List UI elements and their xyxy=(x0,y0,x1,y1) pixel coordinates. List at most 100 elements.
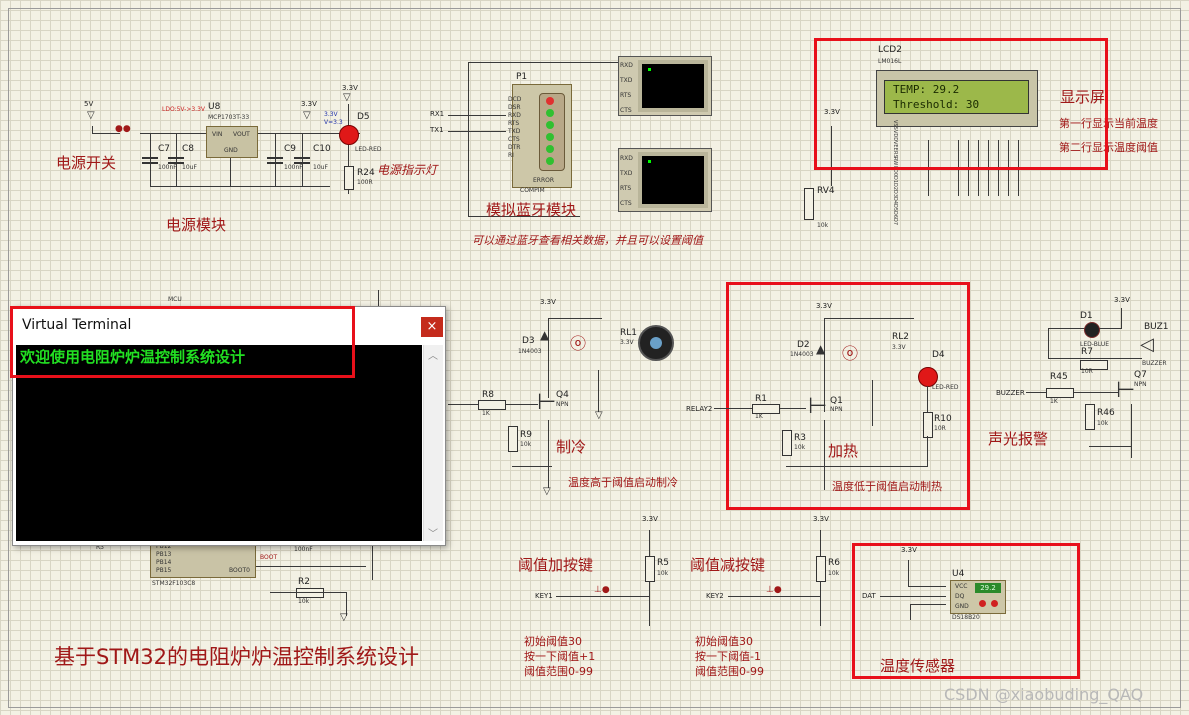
d2-ref: D2 xyxy=(797,340,810,350)
scroll-up-icon[interactable]: ︿ xyxy=(428,351,438,362)
lcd-line-2: Threshold: 30 xyxy=(893,98,980,111)
key-add-label: 阈值加按键 xyxy=(518,556,594,574)
term2-pin-rxd: RXD xyxy=(620,155,633,162)
key-add-desc-2: 按一下阈值+1 xyxy=(524,650,596,663)
net-key1: KEY1 xyxy=(535,592,553,600)
term2-pin-rts: RTS xyxy=(620,185,632,192)
lcd-pin-vss: VSS xyxy=(892,120,898,130)
q7-ref: Q7 xyxy=(1134,370,1147,380)
pin-rts: RTS xyxy=(508,120,520,127)
sensor-part: DS18B20 xyxy=(952,614,980,621)
pin-txd: TXD xyxy=(508,128,521,135)
c7-ref: C7 xyxy=(158,144,171,154)
net-3v3-cool: 3.3V xyxy=(540,298,556,306)
ground-icon: ▽ xyxy=(543,486,551,497)
key-add-desc-1: 初始阈值30 xyxy=(524,635,582,648)
power-arrow-icon: ▽ xyxy=(343,92,351,103)
ldo-gnd-pin: GND xyxy=(224,147,238,154)
compim-module[interactable]: ERROR xyxy=(512,84,572,188)
led-blue-icon xyxy=(1084,322,1100,338)
net-3v3-alarm: 3.3V xyxy=(1114,296,1130,304)
push-button-add-icon[interactable]: ⊥● xyxy=(594,585,610,595)
r10-val: 10R xyxy=(934,425,946,432)
watermark: CSDN @xiaobuding_QAQ xyxy=(944,685,1144,704)
sensor-decrease-button[interactable] xyxy=(979,600,986,607)
resistor-icon xyxy=(478,400,506,410)
net-relay2: RELAY2 xyxy=(686,405,713,413)
diode-icon: ▲ xyxy=(816,342,826,356)
virtual-terminal-2-screen xyxy=(638,152,708,208)
pin-cts: CTS xyxy=(508,136,520,143)
terminal-1-pins: RXD TXD RTS CTS xyxy=(620,58,633,118)
u4-ref: U4 xyxy=(952,569,965,579)
sensor-reading-display: 29.2 xyxy=(975,583,1001,593)
pin-dsr: DSR xyxy=(508,104,521,111)
resistor-icon xyxy=(752,404,780,414)
term1-pin-txd: TXD xyxy=(620,77,633,84)
c8-ref: C8 xyxy=(182,144,195,154)
resistor-icon xyxy=(1085,404,1095,430)
net-3v3-heat: 3.3V xyxy=(816,302,832,310)
net-3v3-k1: 3.3V xyxy=(642,515,658,523)
stm32-chip[interactable]: PB12 PB13 PB14 PB15 BOOT0 xyxy=(150,540,256,578)
resistor-icon xyxy=(296,588,324,598)
d5-ref: D5 xyxy=(357,112,370,122)
d2-part: 1N4003 xyxy=(790,351,814,358)
term2-pin-txd: TXD xyxy=(620,170,633,177)
sensor-increase-button[interactable] xyxy=(991,600,998,607)
ldo-vout-pin: VOUT xyxy=(233,131,250,138)
resistor-icon xyxy=(1046,388,1074,398)
sensor-highlight-box xyxy=(852,543,1080,679)
fan-motor-icon[interactable] xyxy=(638,325,674,361)
r5-val: 10k xyxy=(657,570,669,577)
push-button-sub-icon[interactable]: ⊥● xyxy=(766,585,782,595)
lcd-pin-rw: RW xyxy=(892,157,898,166)
ldo-chip[interactable]: VIN VOUT GND xyxy=(206,126,258,158)
mcu-r2-ref: R2 xyxy=(298,577,310,587)
r5-ref: R5 xyxy=(657,558,669,568)
potentiometer-icon[interactable] xyxy=(804,188,814,220)
compim-pin-list: DCD DSR RXD RTS TXD CTS DTR RI xyxy=(508,96,521,160)
lcd-pin-rs: RS xyxy=(892,150,898,158)
u8-ref: U8 xyxy=(208,102,221,112)
q4-ref: Q4 xyxy=(556,390,569,400)
power-indicator-label: 电源指示灯 xyxy=(377,163,438,177)
virtual-terminal-titlebar[interactable]: Virtual Terminal × xyxy=(13,307,443,345)
c7-val: 100nF xyxy=(158,164,177,171)
power-switch-icon[interactable]: ●● xyxy=(115,124,131,134)
mcu-pin-boot0: BOOT0 xyxy=(229,567,250,574)
rl1-v: 3.3V xyxy=(620,339,634,346)
compim-error-led: ERROR xyxy=(533,177,555,184)
relay-coil-icon: ⓞ xyxy=(570,334,587,353)
diode-icon: ▲ xyxy=(540,328,550,342)
led-red-icon xyxy=(918,367,938,387)
transistor-npn-icon: ⊢ xyxy=(537,390,557,415)
key-sub-label: 阈值减按键 xyxy=(690,556,766,574)
mcu-cap-val: 100nF xyxy=(294,546,313,553)
rv4-ref: RV4 xyxy=(817,186,835,196)
heating-label: 加热 xyxy=(828,442,859,460)
net-3v3-lcd: 3.3V xyxy=(824,108,840,116)
key-sub-desc-3: 阈值范围0-99 xyxy=(695,665,764,678)
mcu-pin-pb15: PB15 xyxy=(156,567,172,574)
mcu-pin-pb14: PB14 xyxy=(156,559,172,566)
ground-icon: ▽ xyxy=(595,410,603,421)
pin-rxd: RXD xyxy=(508,112,521,119)
scroll-down-icon[interactable]: ﹀ xyxy=(428,529,438,540)
bluetooth-label: 模拟蓝牙模块 xyxy=(486,201,577,219)
lcd-pin-d5: D5 xyxy=(892,203,898,211)
close-icon[interactable]: × xyxy=(421,317,443,337)
lcd-pin-d2: D2 xyxy=(892,182,898,190)
net-3v3-k2: 3.3V xyxy=(813,515,829,523)
virtual-terminal-title: Virtual Terminal xyxy=(22,317,132,333)
net-3v3-a: 3.3V xyxy=(301,100,317,108)
r10-ref: R10 xyxy=(934,414,952,424)
ds18b20-sensor[interactable]: VCC DQ GND 29.2 xyxy=(950,580,1006,614)
led-red-icon xyxy=(339,125,359,145)
voltage-probe: V=3.3 xyxy=(324,119,343,126)
virtual-terminal-scrollbar[interactable]: ︿ ﹀ xyxy=(423,345,443,541)
resistor-icon xyxy=(923,412,933,438)
c8-val: 10uF xyxy=(182,164,197,171)
terminal-2-pins: RXD TXD RTS CTS xyxy=(620,151,633,211)
